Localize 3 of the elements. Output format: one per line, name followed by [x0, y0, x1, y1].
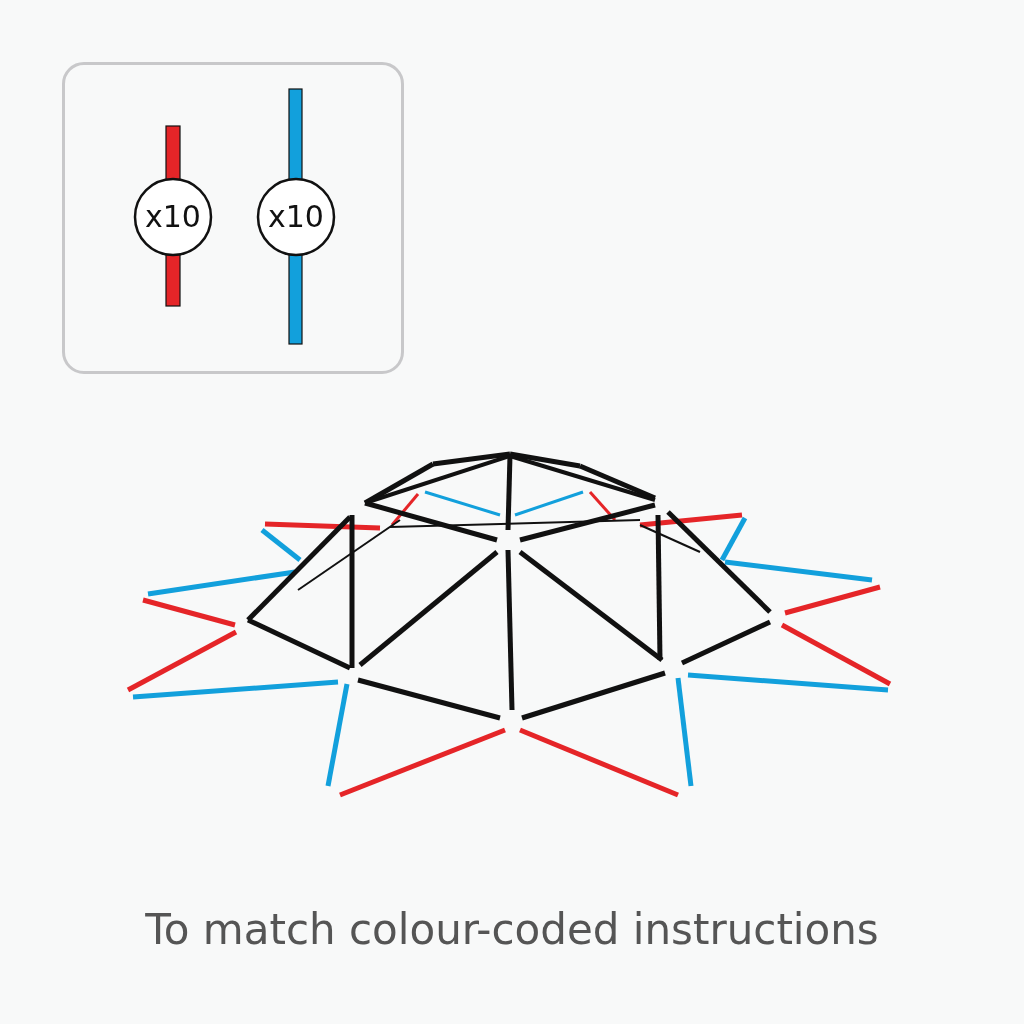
count-label: x10	[267, 202, 325, 232]
count-label: x10	[144, 202, 202, 232]
caption: To match colour-coded instructions	[144, 905, 880, 954]
